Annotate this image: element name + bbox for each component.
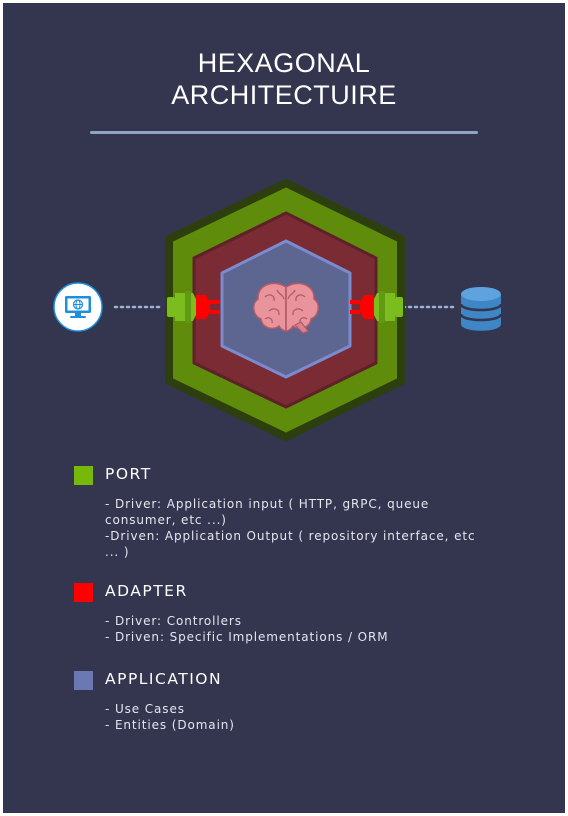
title-line-1: HEXAGONAL [197, 48, 371, 78]
application-color-swatch [74, 671, 93, 690]
legend-description-application: - Use Cases - Entities (Domain) [105, 701, 485, 733]
legend-line: -Driven: Application Output ( repository… [105, 529, 476, 559]
legend-line: - Driver: Application input ( HTTP, gRPC… [105, 497, 430, 527]
monitor-globe-icon [53, 282, 103, 332]
left-plug-icon [167, 291, 220, 323]
port-color-swatch [74, 466, 93, 485]
adapter-color-swatch [74, 583, 93, 602]
legend-line: - Driver: Controllers [105, 614, 242, 628]
legend-title-adapter: ADAPTER [105, 582, 188, 600]
brain-icon [253, 282, 319, 334]
title-divider [90, 131, 478, 134]
legend-line: - Driven: Specific Implementations / ORM [105, 630, 389, 644]
database-icon [459, 287, 503, 331]
infographic-card: HEXAGONAL ARCHITECTUIRE [3, 3, 565, 813]
legend-title-port: PORT [105, 465, 152, 483]
title-line-2: ARCHITECTUIRE [171, 80, 397, 110]
legend-description-adapter: - Driver: Controllers - Driven: Specific… [105, 613, 485, 645]
legend-line: - Use Cases [105, 702, 185, 716]
legend-description-port: - Driver: Application input ( HTTP, gRPC… [105, 496, 485, 560]
right-plug-icon [350, 291, 403, 323]
legend-title-application: APPLICATION [105, 670, 223, 688]
page-title: HEXAGONAL ARCHITECTUIRE [3, 47, 565, 111]
hexagonal-architecture-diagram [53, 179, 503, 441]
legend-line: - Entities (Domain) [105, 718, 235, 732]
